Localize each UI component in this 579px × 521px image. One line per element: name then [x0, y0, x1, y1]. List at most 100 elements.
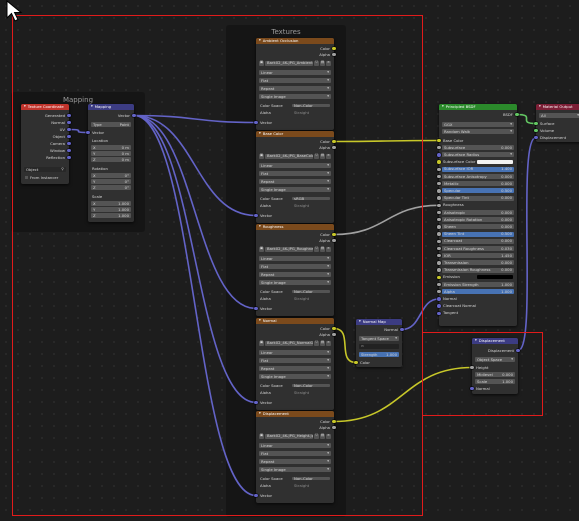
- bsdf-input-socket[interactable]: [437, 232, 441, 236]
- alpha-mode-dropdown[interactable]: Straight: [294, 295, 310, 301]
- bsdf-input-socket[interactable]: [437, 253, 441, 258]
- close-icon[interactable]: ×: [326, 340, 331, 346]
- image-extension-dropdown[interactable]: Repeat▾: [259, 179, 331, 184]
- mapping-output-socket[interactable]: [132, 113, 136, 118]
- alpha-mode-dropdown[interactable]: Straight: [294, 202, 310, 208]
- bsdf-input-socket[interactable]: [437, 160, 441, 164]
- image-projection-dropdown[interactable]: Flat▾: [259, 264, 331, 269]
- normal-input-socket[interactable]: [470, 386, 474, 391]
- principled-bsdf-header[interactable]: ▾ Principled BSDF: [439, 104, 517, 110]
- bsdf-input-socket[interactable]: [437, 167, 441, 172]
- color-output-socket[interactable]: [332, 326, 336, 331]
- mapping-input-socket[interactable]: [86, 130, 90, 135]
- image-texture-header[interactable]: ▾Base Color: [256, 131, 334, 137]
- checkbox-icon[interactable]: [25, 176, 28, 179]
- image-projection-dropdown[interactable]: Flat▾: [259, 78, 331, 83]
- material-output-input-socket[interactable]: [534, 121, 538, 126]
- image-texture-header[interactable]: ▾Ambient Occlusion: [256, 38, 334, 44]
- folder-icon[interactable]: ▤: [320, 433, 325, 439]
- colorspace-dropdown[interactable]: sRGB: [292, 196, 330, 201]
- bsdf-input-socket[interactable]: [437, 203, 441, 208]
- normal-map-node[interactable]: ▾ Normal Map Normal Tangent Space▾ ▭ Str…: [354, 319, 404, 367]
- vector-output-socket[interactable]: [67, 141, 71, 146]
- image-browse-icon[interactable]: ▣: [259, 246, 264, 252]
- fake-user-shield-icon[interactable]: ⛉: [314, 153, 319, 159]
- vector-output-socket[interactable]: [67, 148, 71, 153]
- image-extension-dropdown[interactable]: Repeat▾: [259, 272, 331, 277]
- collapse-chevron-icon[interactable]: ▾: [259, 38, 261, 43]
- link-height-to-displacement[interactable]: [333, 366, 473, 423]
- image-projection-dropdown[interactable]: Flat▾: [259, 451, 331, 456]
- folder-icon[interactable]: ▤: [320, 246, 325, 252]
- material-output-header[interactable]: ▾ Material Output: [536, 104, 579, 110]
- image-interpolation-dropdown[interactable]: Linear▾: [259, 163, 331, 168]
- bsdf-distribution-dropdown[interactable]: GGX▾: [442, 122, 514, 127]
- bsdf-input-socket[interactable]: [437, 297, 441, 301]
- bsdf-input-socket[interactable]: [437, 304, 441, 308]
- from-instancer-row[interactable]: From Instancer: [21, 175, 69, 180]
- image-source-dropdown[interactable]: Single Image▾: [259, 187, 331, 192]
- colorspace-dropdown[interactable]: Non-Color: [292, 289, 330, 294]
- colorspace-dropdown[interactable]: Non-Color: [292, 103, 330, 108]
- collapse-chevron-icon[interactable]: ▾: [359, 319, 361, 324]
- image-interpolation-dropdown[interactable]: Linear▾: [259, 350, 331, 355]
- bsdf-field[interactable]: Subsurface Radius▾: [442, 152, 514, 158]
- normal-map-space-dropdown[interactable]: Tangent Space▾: [359, 336, 399, 341]
- bsdf-input-socket[interactable]: [437, 275, 441, 280]
- mapping-type-dropdown[interactable]: Type Point: [91, 122, 131, 127]
- alpha-output-socket[interactable]: [332, 425, 336, 430]
- link-uv-to-mapping[interactable]: [68, 128, 89, 134]
- bsdf-input-socket[interactable]: [437, 196, 441, 200]
- bsdf-input-socket[interactable]: [437, 145, 441, 150]
- fake-user-shield-icon[interactable]: ⛉: [314, 60, 319, 66]
- bsdf-input-socket[interactable]: [437, 225, 441, 229]
- collapse-chevron-icon[interactable]: ▾: [91, 104, 93, 109]
- normal-map-uv-field[interactable]: ▭: [359, 344, 399, 349]
- bsdf-input-socket[interactable]: [437, 189, 441, 193]
- object-field[interactable]: Object ⚲: [24, 167, 66, 172]
- folder-icon[interactable]: ▤: [320, 340, 325, 346]
- displacement-output-socket[interactable]: [516, 348, 520, 353]
- texture-coordinate-header[interactable]: ▾ Texture Coordinate: [21, 104, 69, 110]
- image-browse-icon[interactable]: ▣: [259, 433, 264, 439]
- link-basecolor-to-bsdf[interactable]: [333, 139, 440, 143]
- image-texture-header[interactable]: ▾Displacement: [256, 411, 334, 417]
- close-icon[interactable]: ×: [326, 60, 331, 66]
- bsdf-color-row[interactable]: Subsurface Color: [439, 160, 517, 165]
- image-interpolation-dropdown[interactable]: Linear▾: [259, 443, 331, 448]
- color-output-socket[interactable]: [332, 46, 336, 51]
- bsdf-input-socket[interactable]: [437, 181, 441, 186]
- image-source-dropdown[interactable]: Single Image▾: [259, 94, 331, 99]
- collapse-chevron-icon[interactable]: ▾: [259, 411, 261, 416]
- folder-icon[interactable]: ▤: [320, 153, 325, 159]
- vector-input-socket[interactable]: [254, 493, 258, 498]
- collapse-chevron-icon[interactable]: ▾: [259, 224, 261, 229]
- displacement-space-dropdown[interactable]: Object Space▾: [475, 357, 515, 362]
- close-icon[interactable]: ×: [326, 153, 331, 159]
- alpha-output-socket[interactable]: [332, 145, 336, 150]
- color-output-socket[interactable]: [332, 139, 336, 144]
